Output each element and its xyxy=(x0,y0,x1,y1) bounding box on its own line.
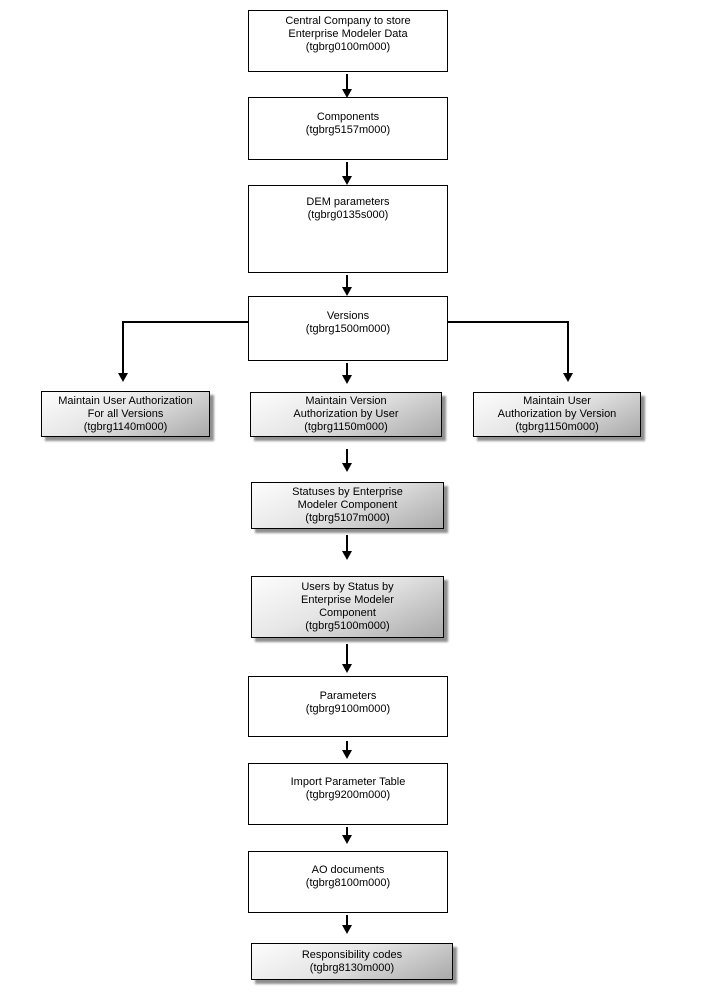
node-line: Versions xyxy=(326,310,370,322)
node-line: Component xyxy=(319,607,376,619)
node-line: (tgbrg1150m000) xyxy=(304,421,388,433)
connector-line xyxy=(346,275,348,287)
node-line: (tgbrg9100m000) xyxy=(305,703,391,715)
node-line: (tgbrg9200m000) xyxy=(305,789,391,801)
connector-line xyxy=(346,827,348,835)
connector-line xyxy=(346,162,348,176)
node-line: Authorization by Version xyxy=(497,408,617,420)
node-line: (tgbrg5107m000) xyxy=(305,512,390,524)
connector-line xyxy=(346,535,348,551)
node-line: (tgbrg1150m000) xyxy=(515,421,599,433)
node-users-by-status-by-enterprise-modeler-component: Users by Status by Enterprise Modeler Co… xyxy=(251,576,444,638)
node-import-parameter-table: Import Parameter Table (tgbrg9200m000) xyxy=(248,763,448,825)
connector-line xyxy=(346,74,348,89)
connector-line xyxy=(346,741,348,750)
node-line: (tgbrg5100m000) xyxy=(305,620,390,632)
node-ao-documents: AO documents (tgbrg8100m000) xyxy=(248,851,448,913)
arrow-down-icon xyxy=(342,463,352,472)
node-line: Enterprise Modeler xyxy=(301,594,394,606)
arrow-down-icon xyxy=(342,664,352,673)
arrow-down-icon xyxy=(342,925,352,934)
connector-line xyxy=(346,363,348,375)
connector-line xyxy=(346,915,348,925)
node-parameters: Parameters (tgbrg9100m000) xyxy=(248,676,448,737)
arrow-down-icon xyxy=(342,835,352,844)
node-line: (tgbrg5157m000) xyxy=(305,124,391,136)
arrow-down-icon xyxy=(118,373,128,382)
connector-line xyxy=(448,321,569,323)
node-maintain-version-authorization-by-user: Maintain Version Authorization by User (… xyxy=(250,392,442,437)
arrow-down-icon xyxy=(342,176,352,185)
connector-line xyxy=(346,449,348,463)
node-line: Modeler Component xyxy=(297,499,398,511)
connector-line xyxy=(567,321,569,374)
arrow-down-icon xyxy=(342,551,352,560)
node-line: (tgbrg0100m000) xyxy=(305,41,391,53)
arrow-down-icon xyxy=(342,89,352,98)
node-line: Maintain User xyxy=(523,395,591,407)
connector-line xyxy=(123,321,248,323)
node-line: AO documents xyxy=(311,864,385,876)
node-line: Maintain Version xyxy=(305,395,387,407)
node-versions: Versions (tgbrg1500m000) xyxy=(248,296,448,361)
node-line: Central Company to store xyxy=(285,15,411,27)
node-central-company: Central Company to store Enterprise Mode… xyxy=(248,10,448,72)
arrow-down-icon xyxy=(342,287,352,296)
node-line: Responsibility codes xyxy=(301,948,403,961)
arrow-down-icon xyxy=(342,750,352,759)
node-line: Maintain User Authorization xyxy=(58,394,193,407)
node-dem-parameters: DEM parameters (tgbrg0135s000) xyxy=(248,185,448,273)
node-line: Import Parameter Table xyxy=(290,776,406,788)
node-components: Components (tgbrg5157m000) xyxy=(248,97,448,160)
connector-line xyxy=(122,321,124,374)
connector-line xyxy=(346,644,348,664)
node-line: Components xyxy=(316,111,380,123)
node-maintain-user-authorization-by-version: Maintain User Authorization by Version (… xyxy=(473,392,641,437)
node-line: For all Versions xyxy=(87,407,164,420)
node-line: (tgbrg0135s000) xyxy=(307,209,389,221)
node-line: Authorization by User xyxy=(293,408,399,420)
node-line: Parameters xyxy=(319,690,377,702)
node-statuses-by-enterprise-modeler-component: Statuses by Enterprise Modeler Component… xyxy=(251,482,444,529)
arrow-down-icon xyxy=(563,373,573,382)
node-line: (tgbrg1140m000) xyxy=(83,420,168,433)
node-line: Users by Status by xyxy=(301,581,394,593)
node-responsibility-codes: Responsibility codes (tgbrg8130m000) xyxy=(251,943,453,980)
node-line: Statuses by Enterprise xyxy=(292,486,403,498)
node-line: (tgbrg8100m000) xyxy=(305,877,391,889)
node-line: Enterprise Modeler Data xyxy=(288,28,408,40)
node-line: DEM parameters xyxy=(306,196,390,208)
node-line: (tgbrg1500m000) xyxy=(305,323,391,335)
node-maintain-user-authorization-for-all-versions: Maintain User Authorization For all Vers… xyxy=(41,391,210,437)
node-line: (tgbrg8130m000) xyxy=(309,961,395,974)
arrow-down-icon xyxy=(342,375,352,384)
